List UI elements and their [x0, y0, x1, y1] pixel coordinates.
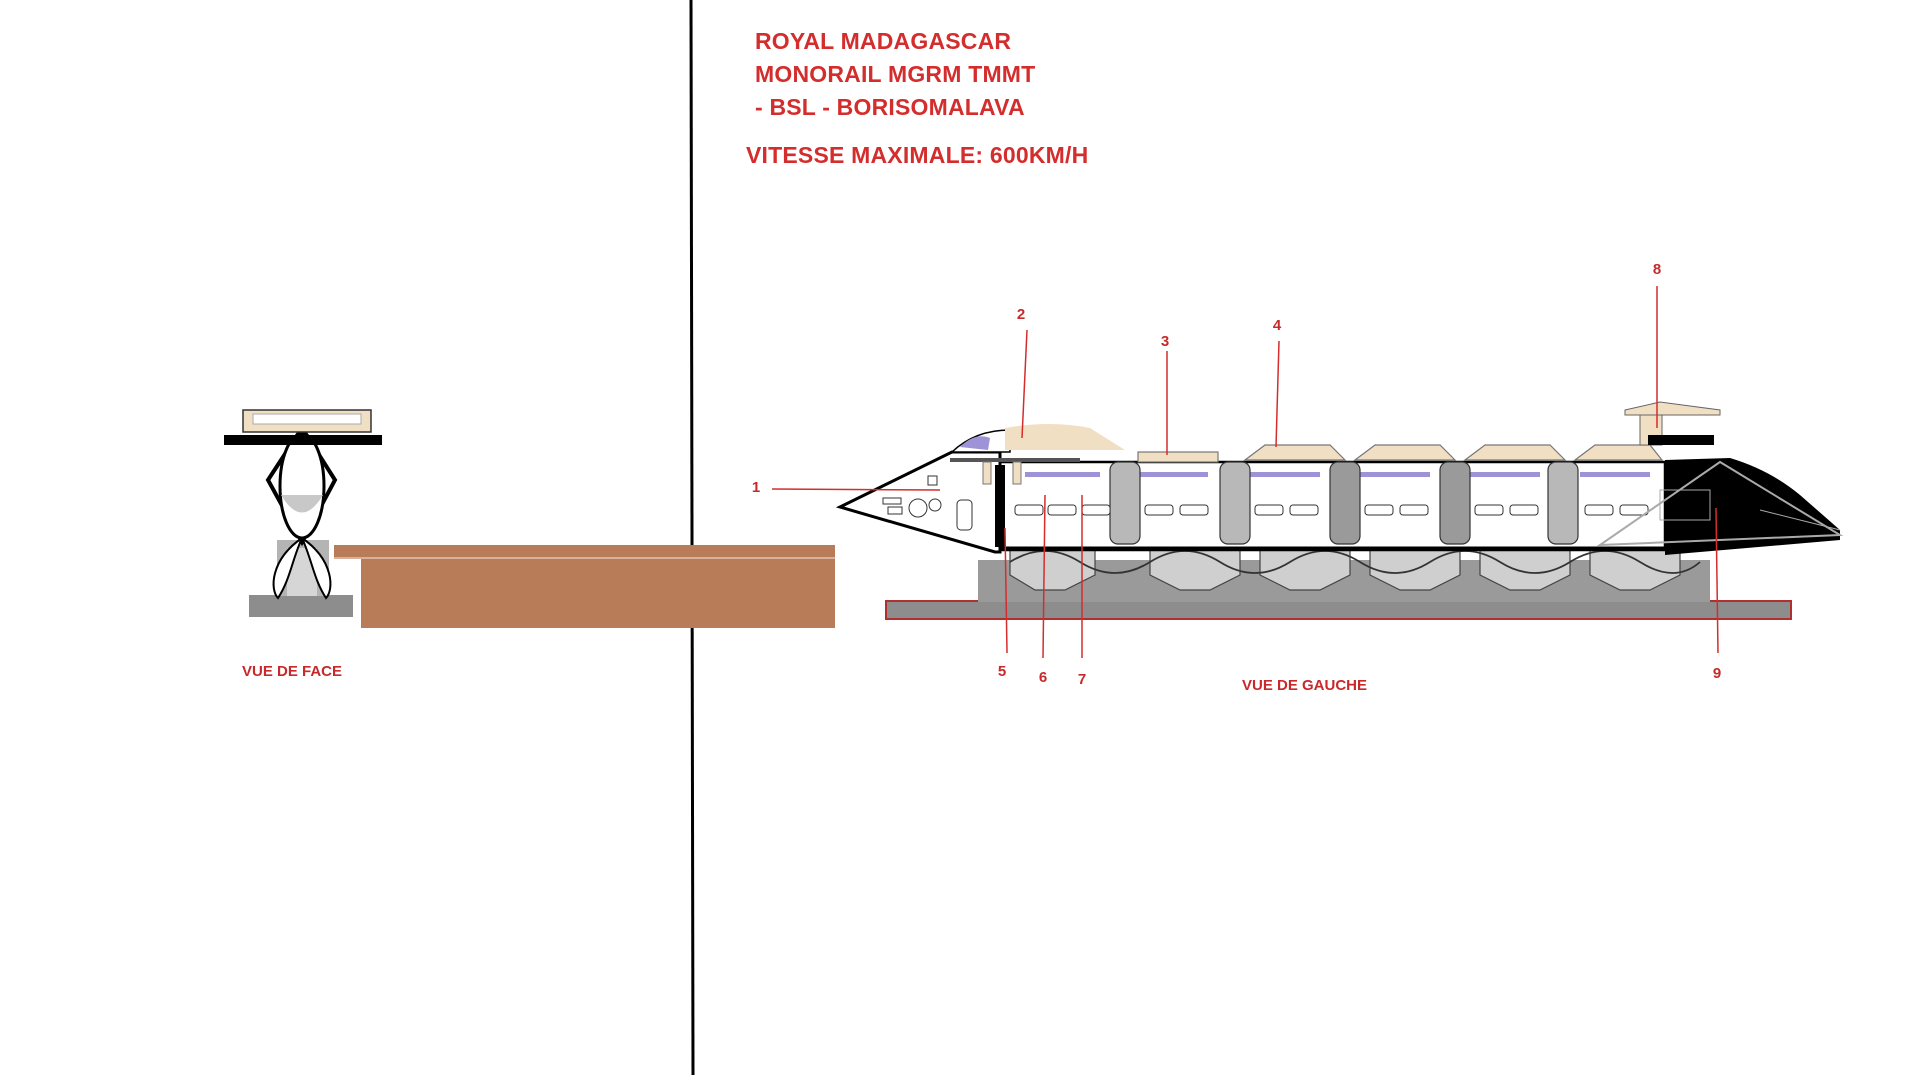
- callout-7: 7: [1077, 671, 1087, 688]
- callout-6: 6: [1038, 669, 1048, 686]
- left-view-label: VUE DE GAUCHE: [1242, 677, 1368, 694]
- max-speed-label: VITESSE MAXIMALE: 600KM/H: [746, 142, 1089, 168]
- front-view-drawing: [224, 409, 382, 617]
- callout-2: 2: [1016, 306, 1026, 323]
- callout-5: 5: [997, 663, 1007, 680]
- callout-leaders: [771, 286, 1719, 659]
- callout-1: 1: [751, 479, 761, 496]
- view-divider-line: [689, 0, 695, 1075]
- guideway-beam: [334, 545, 835, 628]
- callout-8: 8: [1652, 261, 1662, 278]
- front-view-label: VUE DE FACE: [242, 663, 343, 680]
- title-line-3: - BSL - BORISOMALAVA: [755, 94, 1025, 120]
- title-line-2: MONORAIL MGRM TMMT: [755, 61, 1036, 87]
- title-line-1: ROYAL MADAGASCAR: [755, 28, 1012, 54]
- callout-9: 9: [1712, 665, 1722, 682]
- left-view-drawing: [835, 401, 1844, 620]
- callout-3: 3: [1160, 333, 1170, 350]
- callout-4: 4: [1272, 317, 1282, 334]
